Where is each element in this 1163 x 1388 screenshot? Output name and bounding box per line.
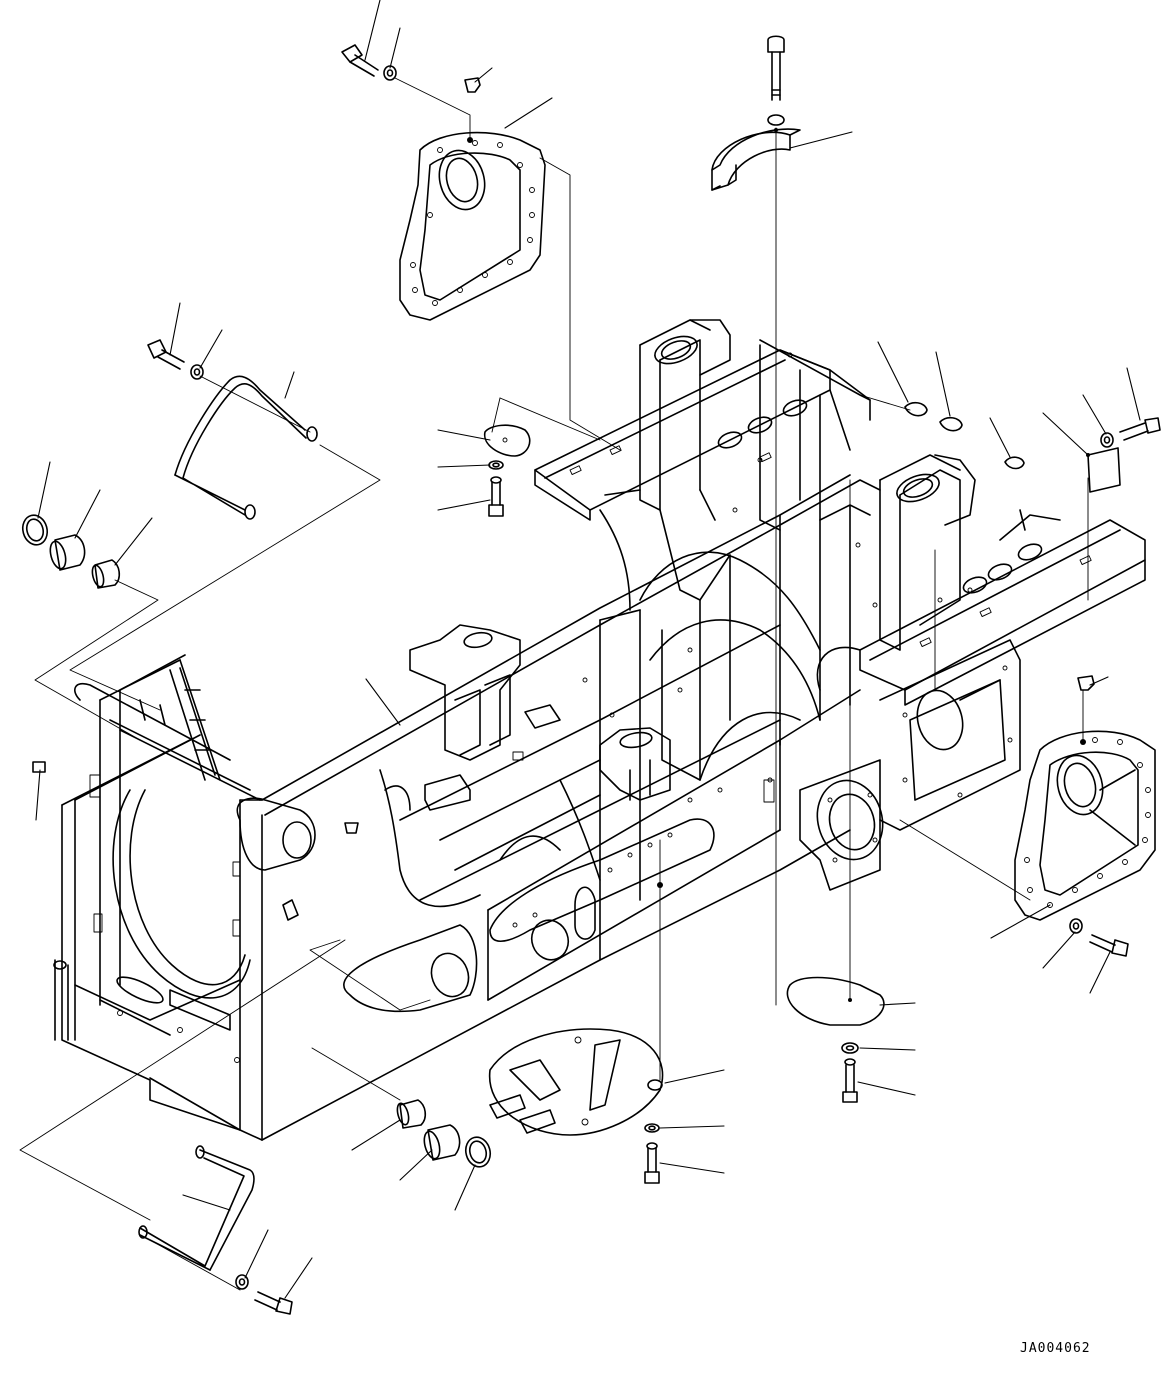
bushings-upper: [21, 514, 121, 589]
handrail-lower: [138, 1145, 255, 1271]
leader-lines: [19, 0, 1141, 1299]
oval-cover: [786, 976, 885, 1103]
front-pillar: [534, 319, 871, 611]
fasteners: [32, 44, 1161, 1315]
handrail-upper: [174, 375, 318, 520]
center-brackets: [409, 624, 671, 811]
bushings-lower: [396, 1099, 492, 1168]
main-frame: [53, 352, 1021, 1141]
bottom-cover: [488, 1028, 664, 1136]
fastener-locations: [467, 128, 1086, 1002]
front-tubes: [74, 667, 316, 871]
rear-cover-plate: [1014, 730, 1156, 921]
saddle-cap: [711, 35, 801, 191]
drawing-id: JA004062: [1020, 1341, 1091, 1356]
top-cover-plate: [399, 131, 546, 321]
rear-pillar: [816, 454, 1146, 706]
